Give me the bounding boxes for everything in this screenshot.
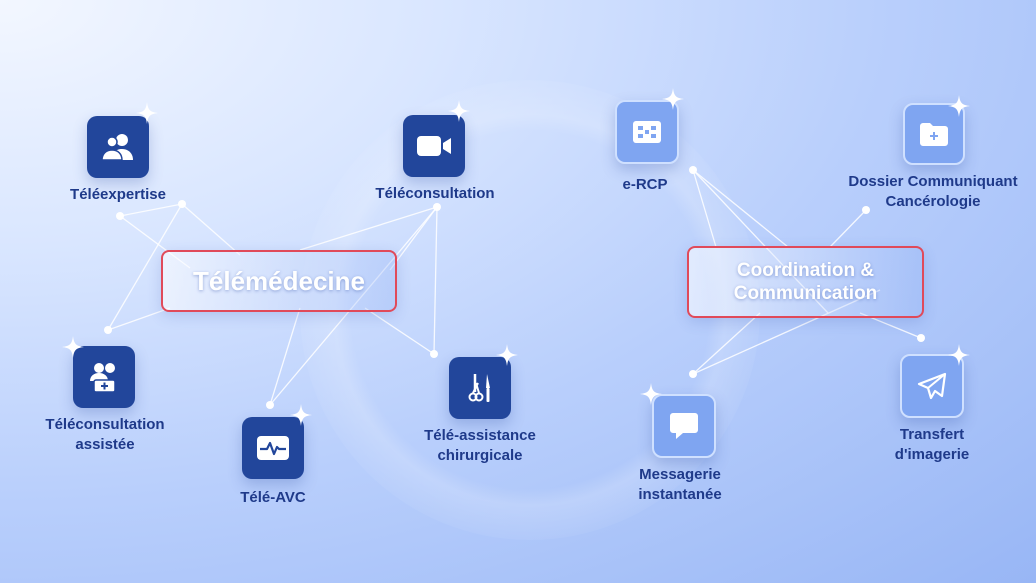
connector-dot [116,212,124,220]
tele-assistance-label: Télé-assistance chirurgicale [424,427,536,464]
tele-avc-label: Télé-AVC [240,489,306,506]
connector-dot [689,370,697,378]
teleconsultation-tile[interactable] [403,115,465,177]
paper-plane-icon [917,372,947,400]
surgical-tools-icon [468,374,490,402]
connector-dot [104,326,112,334]
transfert-tile[interactable] [900,354,964,418]
video-camera-icon [417,136,451,156]
assisted-care-icon [90,363,116,393]
connector-dot [917,334,925,342]
dossier-tile[interactable] [903,103,965,165]
sparkle-icon [640,383,662,405]
sparkle-icon [948,344,970,366]
sparkle-icon [662,88,684,110]
sparkle-icon [448,100,470,122]
hub-telemedecine-label: Télémédecine [193,265,365,296]
sparkle-icon [290,404,312,426]
teleconsultation-label: Téléconsultation [375,185,495,202]
sparkle-icon [948,95,970,117]
chat-bubble-icon [670,413,698,439]
grid-board-icon [633,121,661,143]
users-icon [101,134,133,161]
connector-dot [178,200,186,208]
heartbeat-monitor-icon [257,436,289,460]
teleexpertise-tile[interactable] [87,116,149,178]
medical-folder-icon [920,123,948,146]
connector-dot [266,401,274,409]
connector-dot [433,203,441,211]
tele-avc-tile[interactable] [242,417,304,479]
tele-assistance-tile[interactable] [449,357,511,419]
teleconsultation-assistee-tile[interactable] [73,346,135,408]
hub-telemedecine[interactable]: Télémédecine [161,250,397,312]
sparkle-icon [496,344,518,366]
transfert-label: Transfert d'imagerie [894,426,970,463]
dossier-label: Dossier Communiquant Cancérologie [848,173,1018,210]
connector-dot [430,350,438,358]
teleexpertise-label: Téléexpertise [70,186,166,203]
e-rcp-label: e-RCP [622,176,668,193]
messagerie-tile[interactable] [652,394,716,458]
e-rcp-tile[interactable] [615,100,679,164]
hub-coordination-label: Coordination & Communication [733,260,878,304]
connector-dot [689,166,697,174]
connector-dot [862,206,870,214]
hub-coordination[interactable]: Coordination & Communication [687,246,924,318]
sparkle-icon [136,102,158,124]
teleconsultation-assistee-label: Téléconsultation assistée [45,416,165,453]
messagerie-label: Messagerie instantanée [638,466,722,503]
sparkle-icon [62,336,84,358]
